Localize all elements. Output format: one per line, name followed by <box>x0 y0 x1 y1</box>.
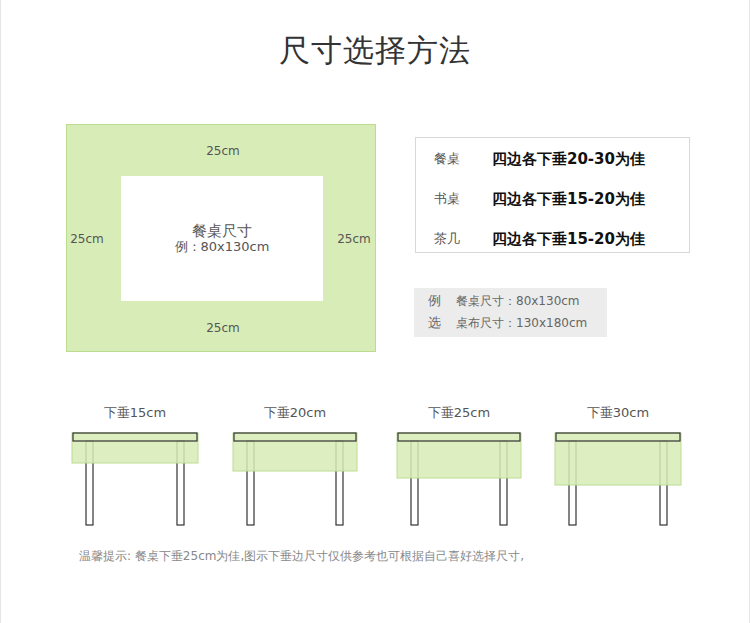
advice-table: 餐桌四边各下垂20-30为佳书桌四边各下垂15-20为佳茶几四边各下垂15-20… <box>415 137 690 253</box>
tablecloth <box>555 433 681 485</box>
table-cell: 四边各下垂15-20为佳 <box>492 190 645 209</box>
table-cell: 四边各下垂15-20为佳 <box>492 230 645 249</box>
drop-label: 下垂25cm <box>428 404 490 422</box>
example-text: 选 <box>428 314 441 332</box>
table-size-label: 餐桌尺寸 <box>192 222 252 241</box>
table-cell: 四边各下垂20-30为佳 <box>492 150 645 169</box>
table-cell: 餐桌 <box>434 150 460 168</box>
tabletop <box>234 433 356 441</box>
tablecloth <box>233 433 357 471</box>
drop-label: 下垂30cm <box>587 404 649 422</box>
tablecloth <box>397 433 521 478</box>
table-illustrations <box>72 433 681 525</box>
tabletop <box>398 433 520 441</box>
caption: 温馨提示: 餐桌下垂25cm为佳,图示下垂边尺寸仅供参考也可根据自己喜好选择尺寸… <box>79 548 524 565</box>
drop-label: 下垂15cm <box>104 404 166 422</box>
page-rule <box>0 0 1 623</box>
table-cell: 茶几 <box>434 230 460 248</box>
table-size-label: 例：80x130cm <box>175 238 270 256</box>
table-cell: 书桌 <box>434 190 460 208</box>
example-text: 桌布尺寸：130x180cm <box>456 315 587 332</box>
dimension-label: 25cm <box>204 321 242 335</box>
tablecloth <box>72 433 198 463</box>
page-rule <box>749 0 750 623</box>
example-box: 例餐桌尺寸：80x130cm 选桌布尺寸：130x180cm <box>414 288 607 337</box>
title: 尺寸选择方法 <box>279 30 471 72</box>
dimension-label: 25cm <box>68 232 106 246</box>
table-area: 餐桌尺寸例：80x130cm <box>121 176 323 301</box>
tablecloth-area: 餐桌尺寸例：80x130cm 25cm 25cm 25cm 25cm <box>66 124 376 352</box>
dimension-label: 25cm <box>335 232 373 246</box>
tabletop <box>556 433 680 441</box>
example-text: 例 <box>428 292 441 310</box>
dimension-label: 25cm <box>204 144 242 158</box>
tabletop <box>73 433 197 441</box>
example-text: 餐桌尺寸：80x130cm <box>456 293 580 310</box>
drop-label: 下垂20cm <box>264 404 326 422</box>
dimension-lines <box>66 124 376 352</box>
